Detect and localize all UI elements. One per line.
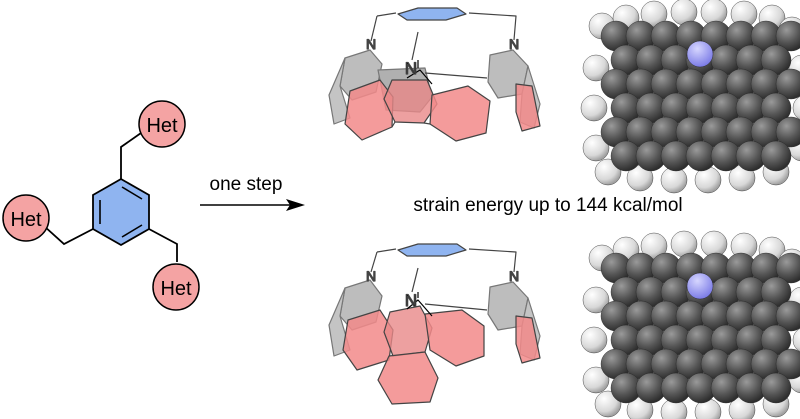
capping-benzene-ring-bottom bbox=[397, 243, 467, 257]
arrow-label: one step bbox=[210, 174, 283, 195]
het-group-bottom: Het bbox=[152, 263, 200, 311]
hydrogen-atom bbox=[582, 54, 610, 82]
carbon-atom bbox=[775, 116, 800, 148]
hydrogen-atom bbox=[792, 328, 800, 352]
reaction-arrow: one step bbox=[200, 174, 305, 211]
hydrogen-atom bbox=[582, 366, 610, 394]
central-benzene-ring bbox=[92, 177, 150, 247]
carbon-atom bbox=[775, 300, 800, 332]
hydrogen-atom bbox=[580, 94, 608, 122]
het-group-top: Het bbox=[138, 100, 186, 148]
carbon-atom bbox=[775, 68, 800, 100]
carbon-atom bbox=[775, 20, 800, 52]
hydrogen-atom bbox=[792, 96, 800, 120]
het-label-top: Het bbox=[146, 115, 178, 137]
cage-bottom-nitrogen-center: N bbox=[405, 291, 417, 310]
cage-bottom-nitrogen-right: N bbox=[509, 268, 519, 284]
nitrogen-atom bbox=[686, 40, 714, 68]
cage-top-nitrogen-left: N bbox=[366, 36, 376, 52]
aromatic-double-bonds bbox=[99, 186, 143, 238]
cage-structure-bottom: N N N bbox=[328, 243, 541, 405]
carbon-atom bbox=[775, 252, 800, 284]
cage-top-nitrogen-center: N bbox=[405, 59, 417, 78]
strain-energy-label: strain energy up to 144 kcal/mol bbox=[413, 195, 682, 216]
hydrogen-atom bbox=[582, 134, 610, 162]
cage-bottom-nitrogen-left: N bbox=[366, 268, 376, 284]
nitrogen-atom bbox=[686, 272, 714, 300]
het-group-left: Het bbox=[2, 194, 50, 242]
cage-structure-top: N N N bbox=[328, 7, 541, 142]
cage-top-nitrogen-right: N bbox=[509, 36, 519, 52]
het-label-left: Het bbox=[10, 209, 42, 231]
space-filling-model-bottom bbox=[580, 230, 800, 419]
capping-benzene-ring bbox=[397, 7, 467, 21]
hydrogen-atom bbox=[582, 286, 610, 314]
carbon-atom bbox=[760, 372, 792, 404]
methylene-linkers bbox=[43, 132, 178, 262]
hydrogen-atom bbox=[580, 326, 608, 354]
het-label-bottom: Het bbox=[160, 278, 192, 300]
space-filling-model-top bbox=[580, 0, 800, 194]
carbon-atom bbox=[775, 348, 800, 380]
carbon-atom bbox=[760, 140, 792, 172]
reactant-molecule: Het Het Het bbox=[2, 100, 200, 311]
